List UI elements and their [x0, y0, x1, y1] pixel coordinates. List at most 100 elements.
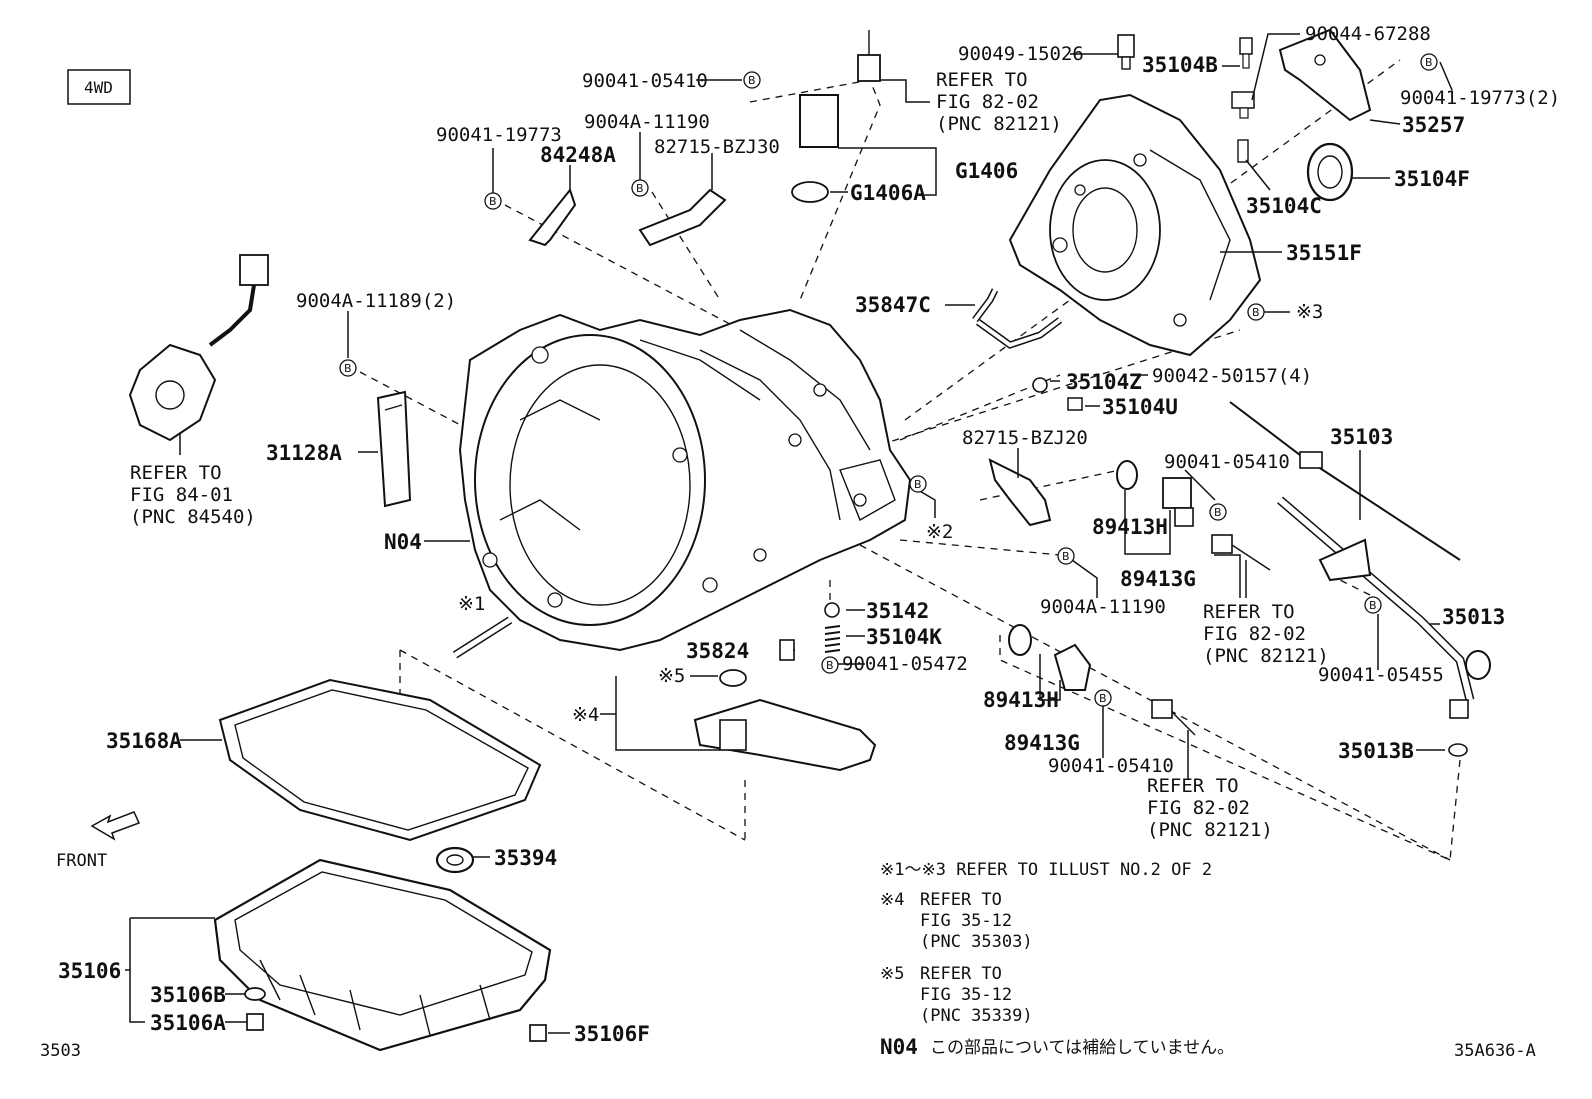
- connector-ref-b: [1151, 699, 1196, 736]
- sensor-89413g-bot: [1053, 643, 1092, 691]
- label-35104f: 35104F: [1394, 167, 1470, 191]
- extension-housing-35151f: [1008, 93, 1262, 357]
- svg-text:FIG 82-02: FIG 82-02: [1147, 797, 1250, 819]
- bolt-mark-9: B: [1057, 547, 1075, 565]
- part-labels: 90041-05410 90041-19773 9004A-11190 8424…: [58, 23, 1560, 1046]
- label-35847c: 35847C: [855, 293, 931, 317]
- bolt-mark-12: B: [1094, 689, 1112, 707]
- svg-text:(PNC 35339): (PNC 35339): [920, 1006, 1033, 1026]
- svg-text:REFER TO: REFER TO: [936, 69, 1028, 91]
- label-35104k: 35104K: [866, 625, 942, 649]
- note-n04-text: この部品については補給していません。: [930, 1038, 1234, 1058]
- label-35106: 35106: [58, 959, 121, 983]
- label-35142: 35142: [866, 599, 929, 623]
- label-90041-19773-2: 90041-19773(2): [1400, 87, 1560, 109]
- svg-text:(PNC 82121): (PNC 82121): [936, 113, 1062, 135]
- label-35394: 35394: [494, 846, 557, 870]
- variant-badge: 4WD: [67, 69, 131, 105]
- svg-text:FIG 35-12: FIG 35-12: [920, 985, 1012, 1005]
- spring-35104k: [824, 602, 841, 653]
- hose-35847c: [972, 288, 1063, 349]
- front-label: FRONT: [56, 851, 107, 871]
- mark-1: ※1: [458, 593, 485, 615]
- bolt-mark-3: B: [631, 179, 649, 197]
- label-90042-50157-4: 90042-50157(4): [1152, 365, 1312, 387]
- svg-text:FIG 82-02: FIG 82-02: [1203, 623, 1306, 645]
- label-35106f: 35106F: [574, 1022, 650, 1046]
- drain-plug-35106b: [244, 987, 266, 1001]
- label-35104u: 35104U: [1102, 395, 1178, 419]
- strainer-31128a: [376, 390, 412, 508]
- svg-text:B: B: [1252, 306, 1260, 319]
- drain-plug-35106a: [246, 1013, 264, 1031]
- ref-fig-82-02-c: REFER TO FIG 82-02 (PNC 82121): [1147, 775, 1273, 841]
- svg-text:B: B: [914, 478, 922, 491]
- label-90041-05410-bot: 90041-05410: [1048, 755, 1174, 777]
- reference-marks: ※1 ※2 ※3 ※4 ※5: [458, 301, 1323, 726]
- mark-2: ※2: [926, 521, 953, 543]
- label-35106a: 35106A: [150, 1011, 226, 1035]
- svg-text:B: B: [1369, 599, 1377, 612]
- bolt-markers: B B B B B B B B B B B B: [339, 53, 1438, 707]
- label-90041-05455: 90041-05455: [1318, 664, 1444, 686]
- ref-fig-82-02-a: REFER TO FIG 82-02 (PNC 82121): [936, 69, 1062, 135]
- note-1-3: ※1～※3 REFER TO ILLUST NO.2 OF 2: [880, 860, 1212, 880]
- bracket-82715-bzj30: [638, 188, 727, 247]
- illustration-code: 35A636-A: [1454, 1041, 1536, 1061]
- sensor-90044-67288: [1231, 91, 1255, 119]
- sensor-89413h-top: [1116, 460, 1138, 490]
- svg-text:(PNC 35303): (PNC 35303): [920, 932, 1033, 952]
- svg-text:(PNC 84540): (PNC 84540): [130, 506, 256, 528]
- label-90049-15026: 90049-15026: [958, 43, 1084, 65]
- dipstick-35103: [1229, 401, 1461, 561]
- notes-block: ※1～※3 REFER TO ILLUST NO.2 OF 2 ※4 REFER…: [880, 860, 1234, 1059]
- svg-text:B: B: [1099, 692, 1107, 705]
- bolt-mark-7: B: [909, 475, 927, 493]
- bolt-mark-1: B: [743, 71, 761, 89]
- svg-text:B: B: [636, 182, 644, 195]
- note-n04-code: N04: [880, 1035, 918, 1059]
- label-9004a-11190-top: 9004A-11190: [584, 111, 710, 133]
- sensor-89413g-top: [1162, 477, 1194, 527]
- bolt-mark-5: B: [1247, 303, 1265, 321]
- label-35013: 35013: [1442, 605, 1505, 629]
- label-90041-05472: 90041-05472: [842, 653, 968, 675]
- ref-fig-84-01: REFER TO FIG 84-01 (PNC 84540): [130, 462, 256, 528]
- label-89413h-bot: 89413H: [983, 688, 1059, 712]
- label-35151f: 35151F: [1286, 241, 1362, 265]
- label-90041-05410-top: 90041-05410: [582, 70, 708, 92]
- oil-seal-35104f: [1306, 142, 1354, 202]
- strainer-assy-x4: [693, 669, 877, 772]
- plug-35104u: [1067, 397, 1083, 411]
- svg-text:FIG 82-02: FIG 82-02: [936, 91, 1039, 113]
- svg-text:REFER TO: REFER TO: [130, 462, 222, 484]
- front-arrow: FRONT: [56, 811, 141, 871]
- label-82715-bzj20: 82715-BZJ20: [962, 427, 1088, 449]
- sensor-89413h-bot: [1008, 624, 1032, 656]
- label-90041-05410-mid: 90041-05410: [1164, 451, 1290, 473]
- label-35104c: 35104C: [1246, 194, 1322, 218]
- bolt-mark-10: B: [1364, 596, 1382, 614]
- mark-3: ※3: [1296, 301, 1323, 323]
- bracket-82715-bzj20: [988, 458, 1052, 527]
- label-89413g-top: 89413G: [1120, 567, 1196, 591]
- bolt-mark-11: B: [821, 656, 839, 674]
- label-35824: 35824: [686, 639, 749, 663]
- label-35104z: 35104Z: [1066, 370, 1142, 394]
- plug-35106f: [529, 1024, 547, 1042]
- bolt-mark-8: B: [1209, 503, 1227, 521]
- svg-text:REFER TO: REFER TO: [920, 890, 1002, 910]
- label-9004a-11190-mid: 9004A-11190: [1040, 596, 1166, 618]
- label-35103: 35103: [1330, 425, 1393, 449]
- oil-pan-35106: [213, 858, 552, 1052]
- page-code: 3503: [40, 1041, 81, 1061]
- svg-text:B: B: [826, 659, 834, 672]
- label-82715-bzj30: 82715-BZJ30: [654, 136, 780, 158]
- label-35106b: 35106B: [150, 983, 226, 1007]
- label-89413h-top: 89413H: [1092, 515, 1168, 539]
- sensor-35104c: [1237, 139, 1249, 163]
- label-35013b: 35013B: [1338, 739, 1414, 763]
- connector-ref-a: [1211, 534, 1271, 571]
